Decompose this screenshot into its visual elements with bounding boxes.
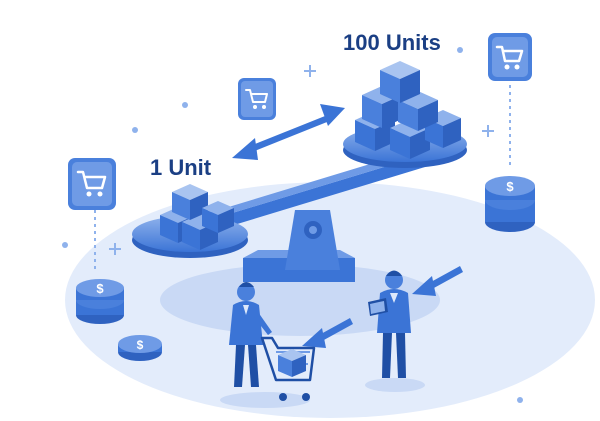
arrow-icon-center [302,318,353,348]
cart-icon-small [238,78,276,120]
person-with-cart [220,282,316,408]
person-with-tablet [365,270,425,392]
cart-icon-left [68,158,116,210]
double-arrow-icon [232,104,345,160]
svg-text:$: $ [506,179,514,194]
floor-shadow [160,264,440,336]
box-icon [202,201,234,233]
coin-stack-left: $ [76,279,124,324]
label-large-quantity: 100 Units [343,30,441,55]
decorative-crosses [109,65,494,255]
coin-single: $ [118,335,162,361]
dashed-connectors [94,85,511,270]
box-icon [278,349,306,377]
svg-text:$: $ [137,338,144,352]
svg-text:$: $ [96,281,104,296]
box-pile-large [355,61,461,159]
label-small-quantity: 1 Unit [150,155,212,180]
coin-stack-right: $ [485,176,535,232]
box-pile-small [160,184,234,250]
arrow-icon-right [412,266,463,296]
cart-icon-right [488,33,532,81]
scale-base [243,210,355,282]
